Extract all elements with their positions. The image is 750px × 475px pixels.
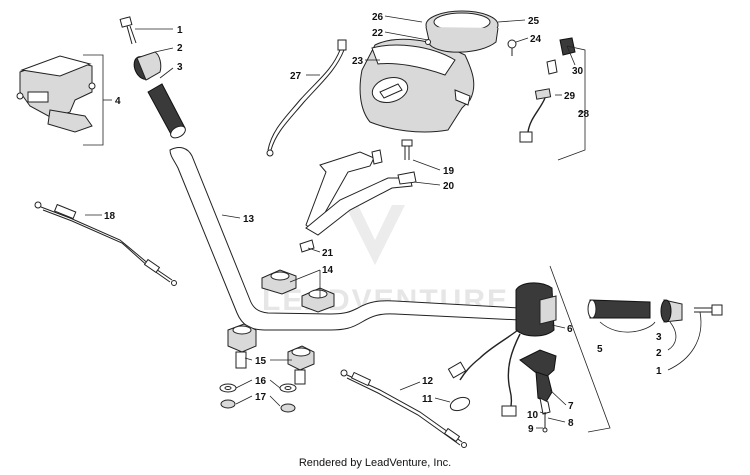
left-bolt xyxy=(119,16,137,45)
callout-9: 9 xyxy=(528,424,534,435)
lower-clamp-right xyxy=(287,345,315,385)
callout-13: 13 xyxy=(243,214,255,225)
watermark-logo: LEADVENTURE xyxy=(262,205,507,317)
throttle-housing xyxy=(16,55,96,133)
callout-30: 30 xyxy=(572,66,584,77)
brake-lever xyxy=(519,349,557,415)
callout-labels: 1 2 3 4 18 13 27 26 22 23 25 24 30 29 28… xyxy=(104,12,662,435)
callout-28: 28 xyxy=(578,109,590,120)
left-grip xyxy=(147,83,186,139)
callout-17: 17 xyxy=(255,392,267,403)
throttle-cable xyxy=(34,201,177,286)
speedometer-cable xyxy=(266,39,347,157)
left-end-weight xyxy=(133,51,162,81)
gauge-assembly xyxy=(425,10,499,53)
callout-4: 4 xyxy=(115,96,121,107)
callout-6: 6 xyxy=(567,324,573,335)
instrument-pod xyxy=(359,38,475,133)
callout-18: 18 xyxy=(104,211,116,222)
washer-right xyxy=(279,383,297,393)
bolt-19 xyxy=(401,139,413,160)
upper-clamp-left xyxy=(261,269,297,295)
lower-clamp-left xyxy=(227,323,257,369)
callout-7: 7 xyxy=(568,401,574,412)
switch-wiring xyxy=(447,329,521,417)
callout-2-right: 2 xyxy=(656,348,662,359)
right-end-weight xyxy=(660,299,683,323)
callout-29: 29 xyxy=(564,91,576,102)
leader-lines xyxy=(85,15,702,429)
callout-2-left: 2 xyxy=(177,43,183,54)
clip-21 xyxy=(299,239,315,253)
callout-5: 5 xyxy=(597,344,603,355)
callout-24: 24 xyxy=(530,34,542,45)
brake-pin xyxy=(542,412,548,433)
mount-bracket xyxy=(305,149,417,236)
callout-3-left: 3 xyxy=(177,62,183,73)
right-bolt xyxy=(694,304,723,316)
callout-20: 20 xyxy=(443,181,455,192)
callout-12: 12 xyxy=(422,376,434,387)
harness-28 xyxy=(519,97,546,143)
nut-right xyxy=(280,403,296,413)
right-grip xyxy=(587,299,651,319)
callout-11: 11 xyxy=(422,394,433,405)
callout-14: 14 xyxy=(322,265,334,276)
washer-left xyxy=(219,383,237,393)
callout-3-right: 3 xyxy=(656,332,662,343)
callout-1-right: 1 xyxy=(656,366,662,377)
callout-10: 10 xyxy=(527,410,539,421)
callout-25: 25 xyxy=(528,16,540,27)
callout-23: 23 xyxy=(352,56,364,67)
footer-credit: Rendered by LeadVenture, Inc. xyxy=(298,457,452,469)
upper-clamp-right xyxy=(301,287,335,313)
callout-21: 21 xyxy=(322,248,334,259)
bracket-28 xyxy=(557,45,586,161)
callout-8: 8 xyxy=(568,418,574,429)
callout-1-left: 1 xyxy=(177,25,183,36)
callout-27: 27 xyxy=(290,71,302,82)
callout-16: 16 xyxy=(255,376,267,387)
callout-26: 26 xyxy=(372,12,384,23)
clip-11 xyxy=(449,396,471,412)
switch-29 xyxy=(534,59,558,100)
callout-22: 22 xyxy=(372,28,384,39)
callout-19: 19 xyxy=(443,166,455,177)
bracket-5 xyxy=(549,265,611,433)
right-switch-housing xyxy=(515,282,557,337)
screw-24 xyxy=(507,39,517,56)
brake-cable xyxy=(340,369,467,448)
callout-15: 15 xyxy=(255,356,267,367)
nut-left xyxy=(220,399,236,409)
